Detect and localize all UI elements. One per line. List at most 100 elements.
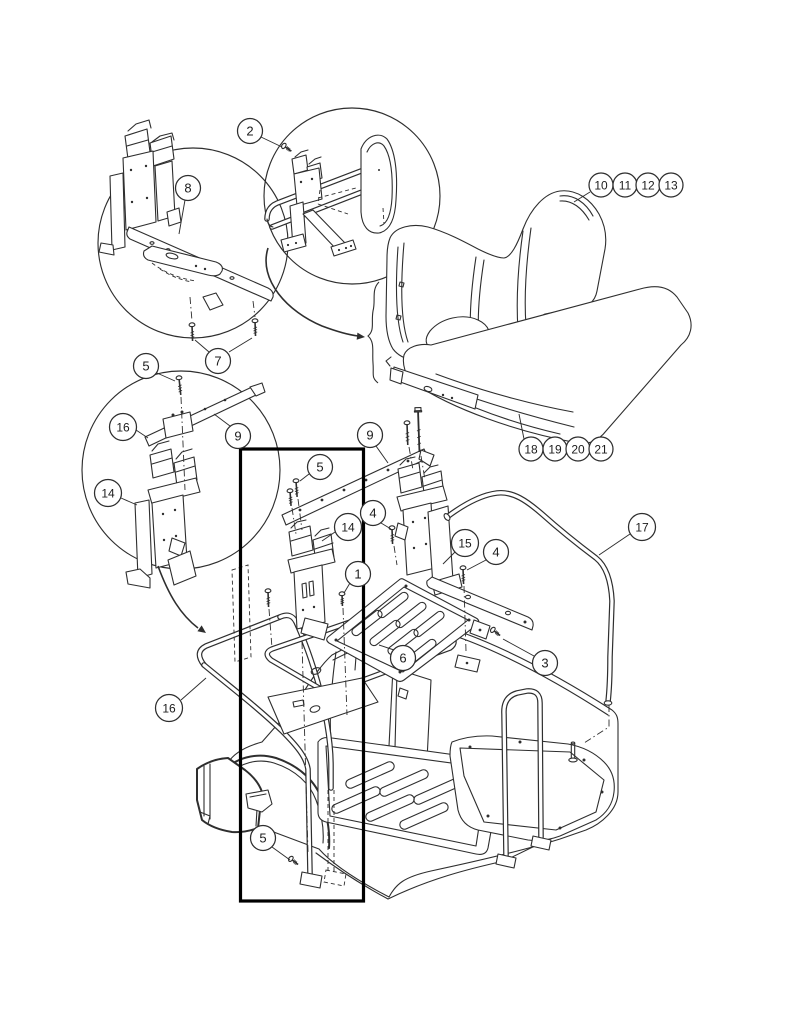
svg-text:17: 17 [635, 520, 649, 534]
svg-text:6: 6 [399, 650, 406, 665]
screw-icon [403, 420, 411, 446]
callout-leader [156, 372, 176, 382]
centerline [342, 607, 348, 716]
bracket-14-left [125, 440, 201, 589]
install-arrow-floor [157, 565, 199, 629]
callout-leader [180, 677, 207, 701]
callout-21: 21 [588, 436, 614, 462]
callout-1: 1 [344, 560, 372, 588]
callout-11: 11 [612, 172, 638, 198]
seat-back-brace [367, 281, 380, 384]
svg-text:9: 9 [366, 427, 373, 442]
callout-leader [502, 638, 535, 657]
svg-text:16: 16 [162, 701, 176, 715]
callout-9: 9 [224, 422, 252, 450]
mounting-rails-brackets-art [125, 382, 534, 663]
bolt-icon [413, 406, 423, 453]
callout-13: 13 [658, 172, 684, 198]
callout-leader [194, 339, 210, 353]
right-loop-rail-art [495, 688, 552, 869]
svg-text:4: 4 [369, 505, 376, 520]
stud-icon [568, 741, 578, 763]
callout-15: 15 [450, 528, 480, 558]
install-arrow-backrest-head [356, 332, 365, 340]
svg-text:12: 12 [641, 178, 655, 192]
screw-icon [281, 142, 292, 152]
callout-14: 14 [93, 478, 123, 508]
callout-leader [271, 846, 291, 861]
svg-text:18: 18 [524, 442, 538, 456]
screw-icon [188, 322, 196, 342]
install-arrow-backrest [265, 247, 359, 337]
fasteners-layer [175, 142, 578, 866]
inset-backrest-bracket-detail [263, 107, 441, 285]
svg-text:8: 8 [184, 180, 191, 195]
bracket-15-group [394, 456, 534, 640]
callout-leader [228, 337, 253, 353]
callout-16: 16 [154, 693, 184, 723]
callout-leader [321, 531, 336, 542]
svg-text:20: 20 [571, 442, 585, 456]
centerline [180, 396, 186, 491]
svg-text:21: 21 [594, 442, 608, 456]
callout-leader [135, 429, 149, 439]
svg-text:3: 3 [541, 655, 548, 670]
svg-text:5: 5 [259, 830, 266, 845]
callout-leader [213, 413, 231, 427]
callout-5: 5 [306, 453, 334, 481]
callout-leader [120, 497, 138, 506]
centerline [268, 608, 273, 649]
callout-leader [178, 199, 186, 235]
svg-text:5: 5 [316, 459, 323, 474]
callout-9: 9 [356, 421, 384, 449]
callout-10: 10 [588, 172, 614, 198]
callout-leader [260, 136, 283, 148]
callout-leader [598, 533, 631, 556]
callout-6: 6 [389, 644, 417, 672]
svg-text:14: 14 [101, 486, 115, 500]
centerline [297, 498, 303, 531]
callout-leader [466, 559, 487, 571]
callout-4: 4 [482, 538, 510, 566]
centerline [189, 296, 193, 322]
inset-floor-bracket-art [98, 119, 274, 311]
callout-20: 20 [565, 436, 591, 462]
screw-icon [287, 855, 299, 866]
centerline [463, 585, 467, 652]
callout-7: 7 [204, 347, 232, 375]
seat-assembly-art [385, 190, 692, 444]
svg-text:4: 4 [492, 544, 499, 559]
callout-14: 14 [333, 512, 363, 542]
centerline [301, 641, 309, 853]
svg-text:9: 9 [234, 428, 241, 443]
callout-leader [375, 445, 389, 464]
screw-icon [292, 478, 300, 498]
screw-icon [459, 565, 467, 585]
screw-icon [286, 488, 294, 507]
centerline [291, 507, 297, 535]
svg-text:14: 14 [341, 520, 355, 534]
floor-ribs [331, 761, 463, 830]
screw-icon [264, 588, 272, 608]
install-arrow-floor-head [197, 625, 206, 633]
screw-icon [175, 375, 183, 395]
screw-icon [251, 318, 259, 337]
screw-icon [388, 525, 396, 545]
centerline [420, 455, 426, 481]
svg-text:10: 10 [594, 178, 608, 192]
screw-icon [338, 591, 346, 607]
svg-text:5: 5 [142, 358, 149, 373]
svg-text:7: 7 [214, 353, 221, 368]
callout-leader [442, 551, 456, 565]
svg-text:13: 13 [664, 178, 678, 192]
armrest-bar-art [443, 489, 615, 706]
callout-2: 2 [236, 117, 264, 145]
svg-text:2: 2 [246, 123, 253, 138]
callout-5: 5 [132, 352, 160, 380]
svg-text:1: 1 [354, 566, 361, 581]
svg-text:16: 16 [116, 420, 130, 434]
svg-text:15: 15 [458, 536, 472, 550]
callout-leader [343, 582, 351, 594]
callout-leader [573, 191, 591, 203]
